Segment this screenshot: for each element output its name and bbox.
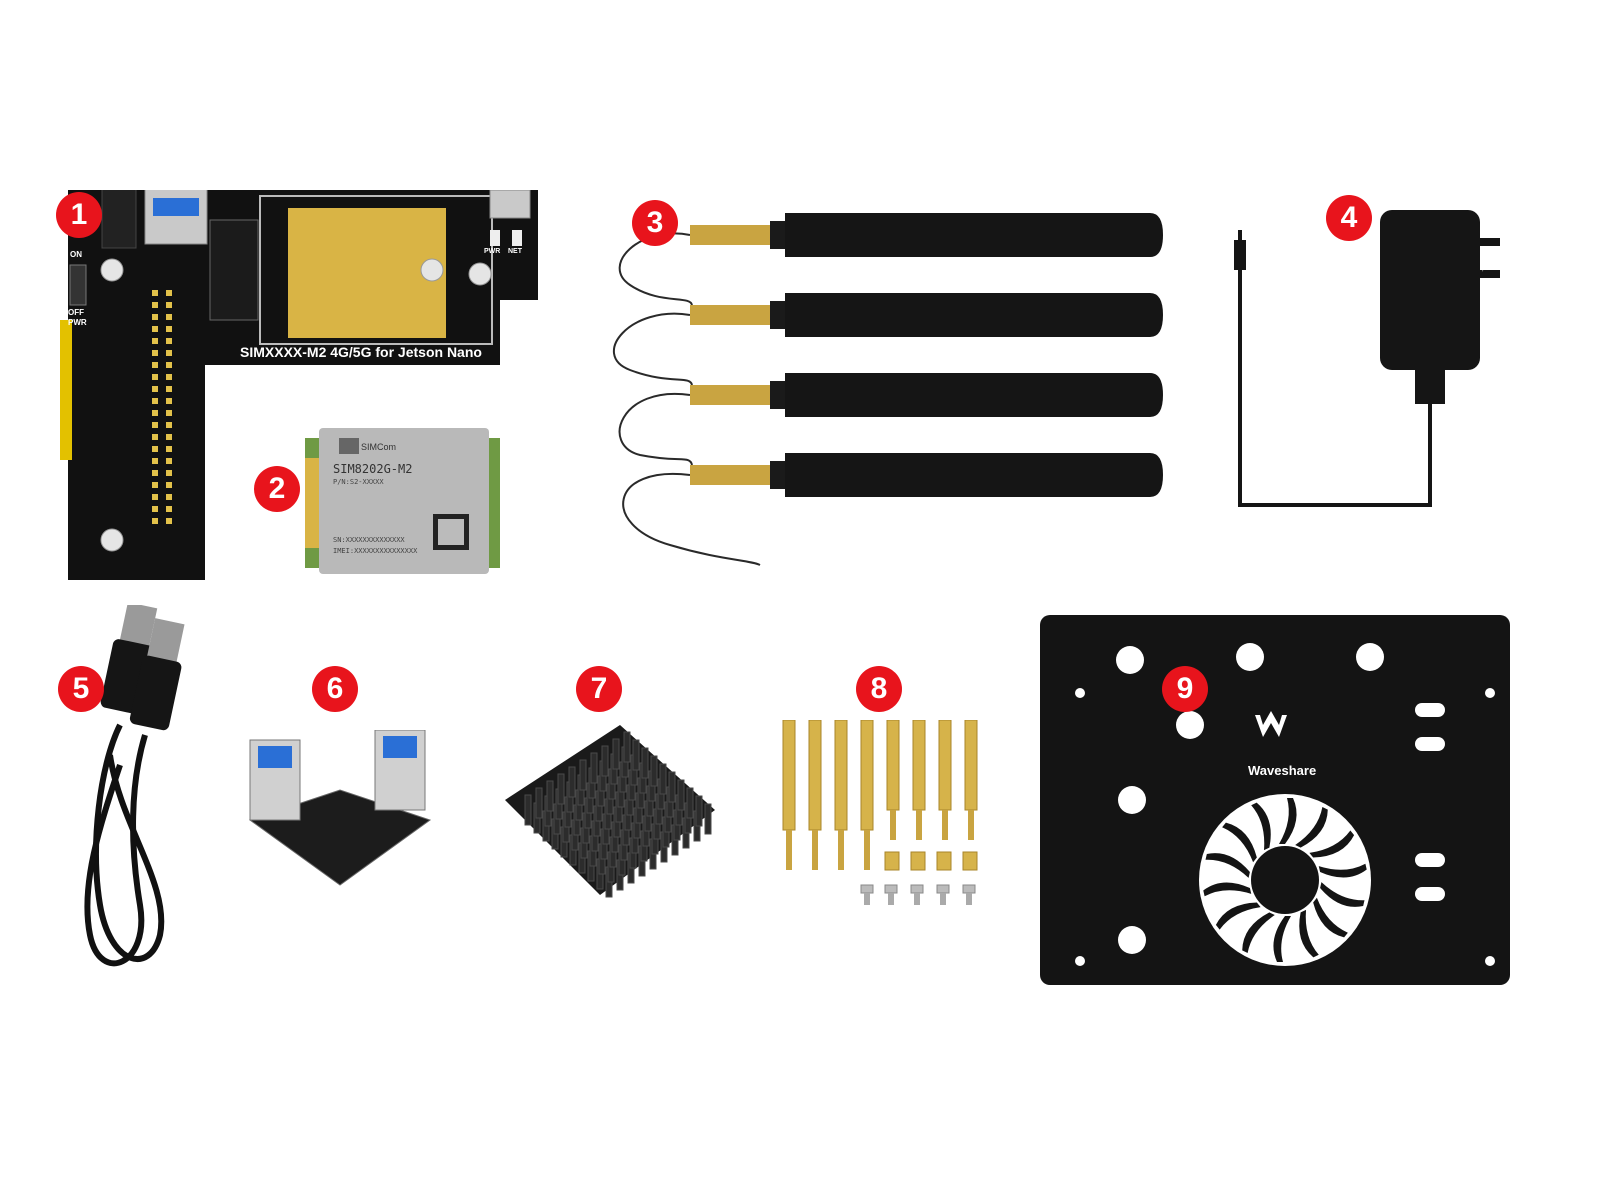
item-4-badge: 4 [1326,195,1372,241]
switch-off-label: OFF [68,308,84,317]
module-brand: SIMCom [361,442,397,452]
sim-hat-board: SIMXXXX-M2 4G/5G for Jetson Nano ON OFF … [60,190,550,580]
switch-on-label: ON [70,250,82,259]
usb-u-adapter [240,730,440,890]
module-imei: IMEI:XXXXXXXXXXXXXXX [333,547,418,555]
item-5-badge: 5 [58,666,104,712]
antennas [610,205,1200,585]
standoffs-and-screws [775,720,995,920]
led-net-label: NET [508,248,522,255]
fan-plate: Waveshare [1040,615,1510,985]
waveshare-brand-text: Waveshare [1248,763,1317,778]
board-silkscreen-label: SIMXXXX-M2 4G/5G for Jetson Nano [240,344,482,360]
item-6-badge: 6 [312,666,358,712]
module-sn: SN:XXXXXXXXXXXXXX [333,536,405,544]
item-2-badge: 2 [254,466,300,512]
led-pwr-label: PWR [484,248,501,255]
usb-cable [60,605,190,1005]
item-7-badge: 7 [576,666,622,712]
switch-pwr-label: PWR [68,318,87,327]
module-pn: P/N:S2-XXXXX [333,478,384,486]
heatsink [495,725,725,905]
item-9-badge: 9 [1162,666,1208,712]
item-8-badge: 8 [856,666,902,712]
module-model: SIM8202G-M2 [333,462,413,476]
power-adapter [1230,200,1530,530]
item-1-badge: 1 [56,192,102,238]
item-3-badge: 3 [632,200,678,246]
sim8202g-module: SIMCom SIM8202G-M2 P/N:S2-XXXXX SN:XXXXX… [305,428,500,574]
